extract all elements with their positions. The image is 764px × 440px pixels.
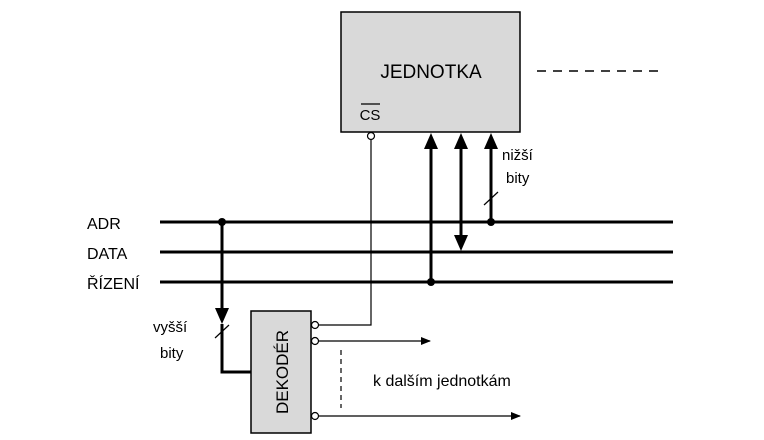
upper-bits-slash bbox=[214, 324, 230, 339]
bus-control-label: ŘÍZENÍ bbox=[87, 274, 140, 293]
other-units-label: k dalším jednotkám bbox=[373, 373, 511, 390]
lower-bits-slash bbox=[483, 191, 499, 206]
cs-input-bubble bbox=[366, 131, 376, 141]
cs-select-line bbox=[319, 140, 372, 326]
unit-box bbox=[340, 11, 521, 133]
adr-upper-to-decoder-line bbox=[220, 324, 251, 374]
decoder-output-bubble-1 bbox=[310, 320, 320, 330]
lower-bits-label-1: nižší bbox=[502, 147, 534, 164]
decoder-output-bubble-3 bbox=[310, 411, 320, 421]
decoder-label: DEKODÉR bbox=[273, 330, 292, 414]
control-junction-dot bbox=[427, 278, 435, 286]
data-arrow-up bbox=[454, 133, 468, 149]
bus-adr-label: ADR bbox=[87, 216, 121, 233]
decoder-output-bubble-2 bbox=[310, 336, 320, 346]
bus-data-label: DATA bbox=[87, 246, 128, 263]
adr-lower-arrow-up bbox=[484, 133, 498, 149]
adr-lower-junction-dot bbox=[487, 218, 495, 226]
cs-label: CS bbox=[360, 107, 381, 124]
lower-bits-label-2: bity bbox=[506, 170, 530, 187]
upper-bits-label-1: vyšší bbox=[153, 319, 188, 336]
adr-upper-arrow-down bbox=[215, 308, 229, 324]
unit-label: JEDNOTKA bbox=[380, 62, 482, 83]
data-arrow-down bbox=[454, 235, 468, 251]
control-arrow-up bbox=[424, 133, 438, 149]
upper-bits-label-2: bity bbox=[160, 345, 184, 362]
decoder-box bbox=[250, 310, 312, 434]
